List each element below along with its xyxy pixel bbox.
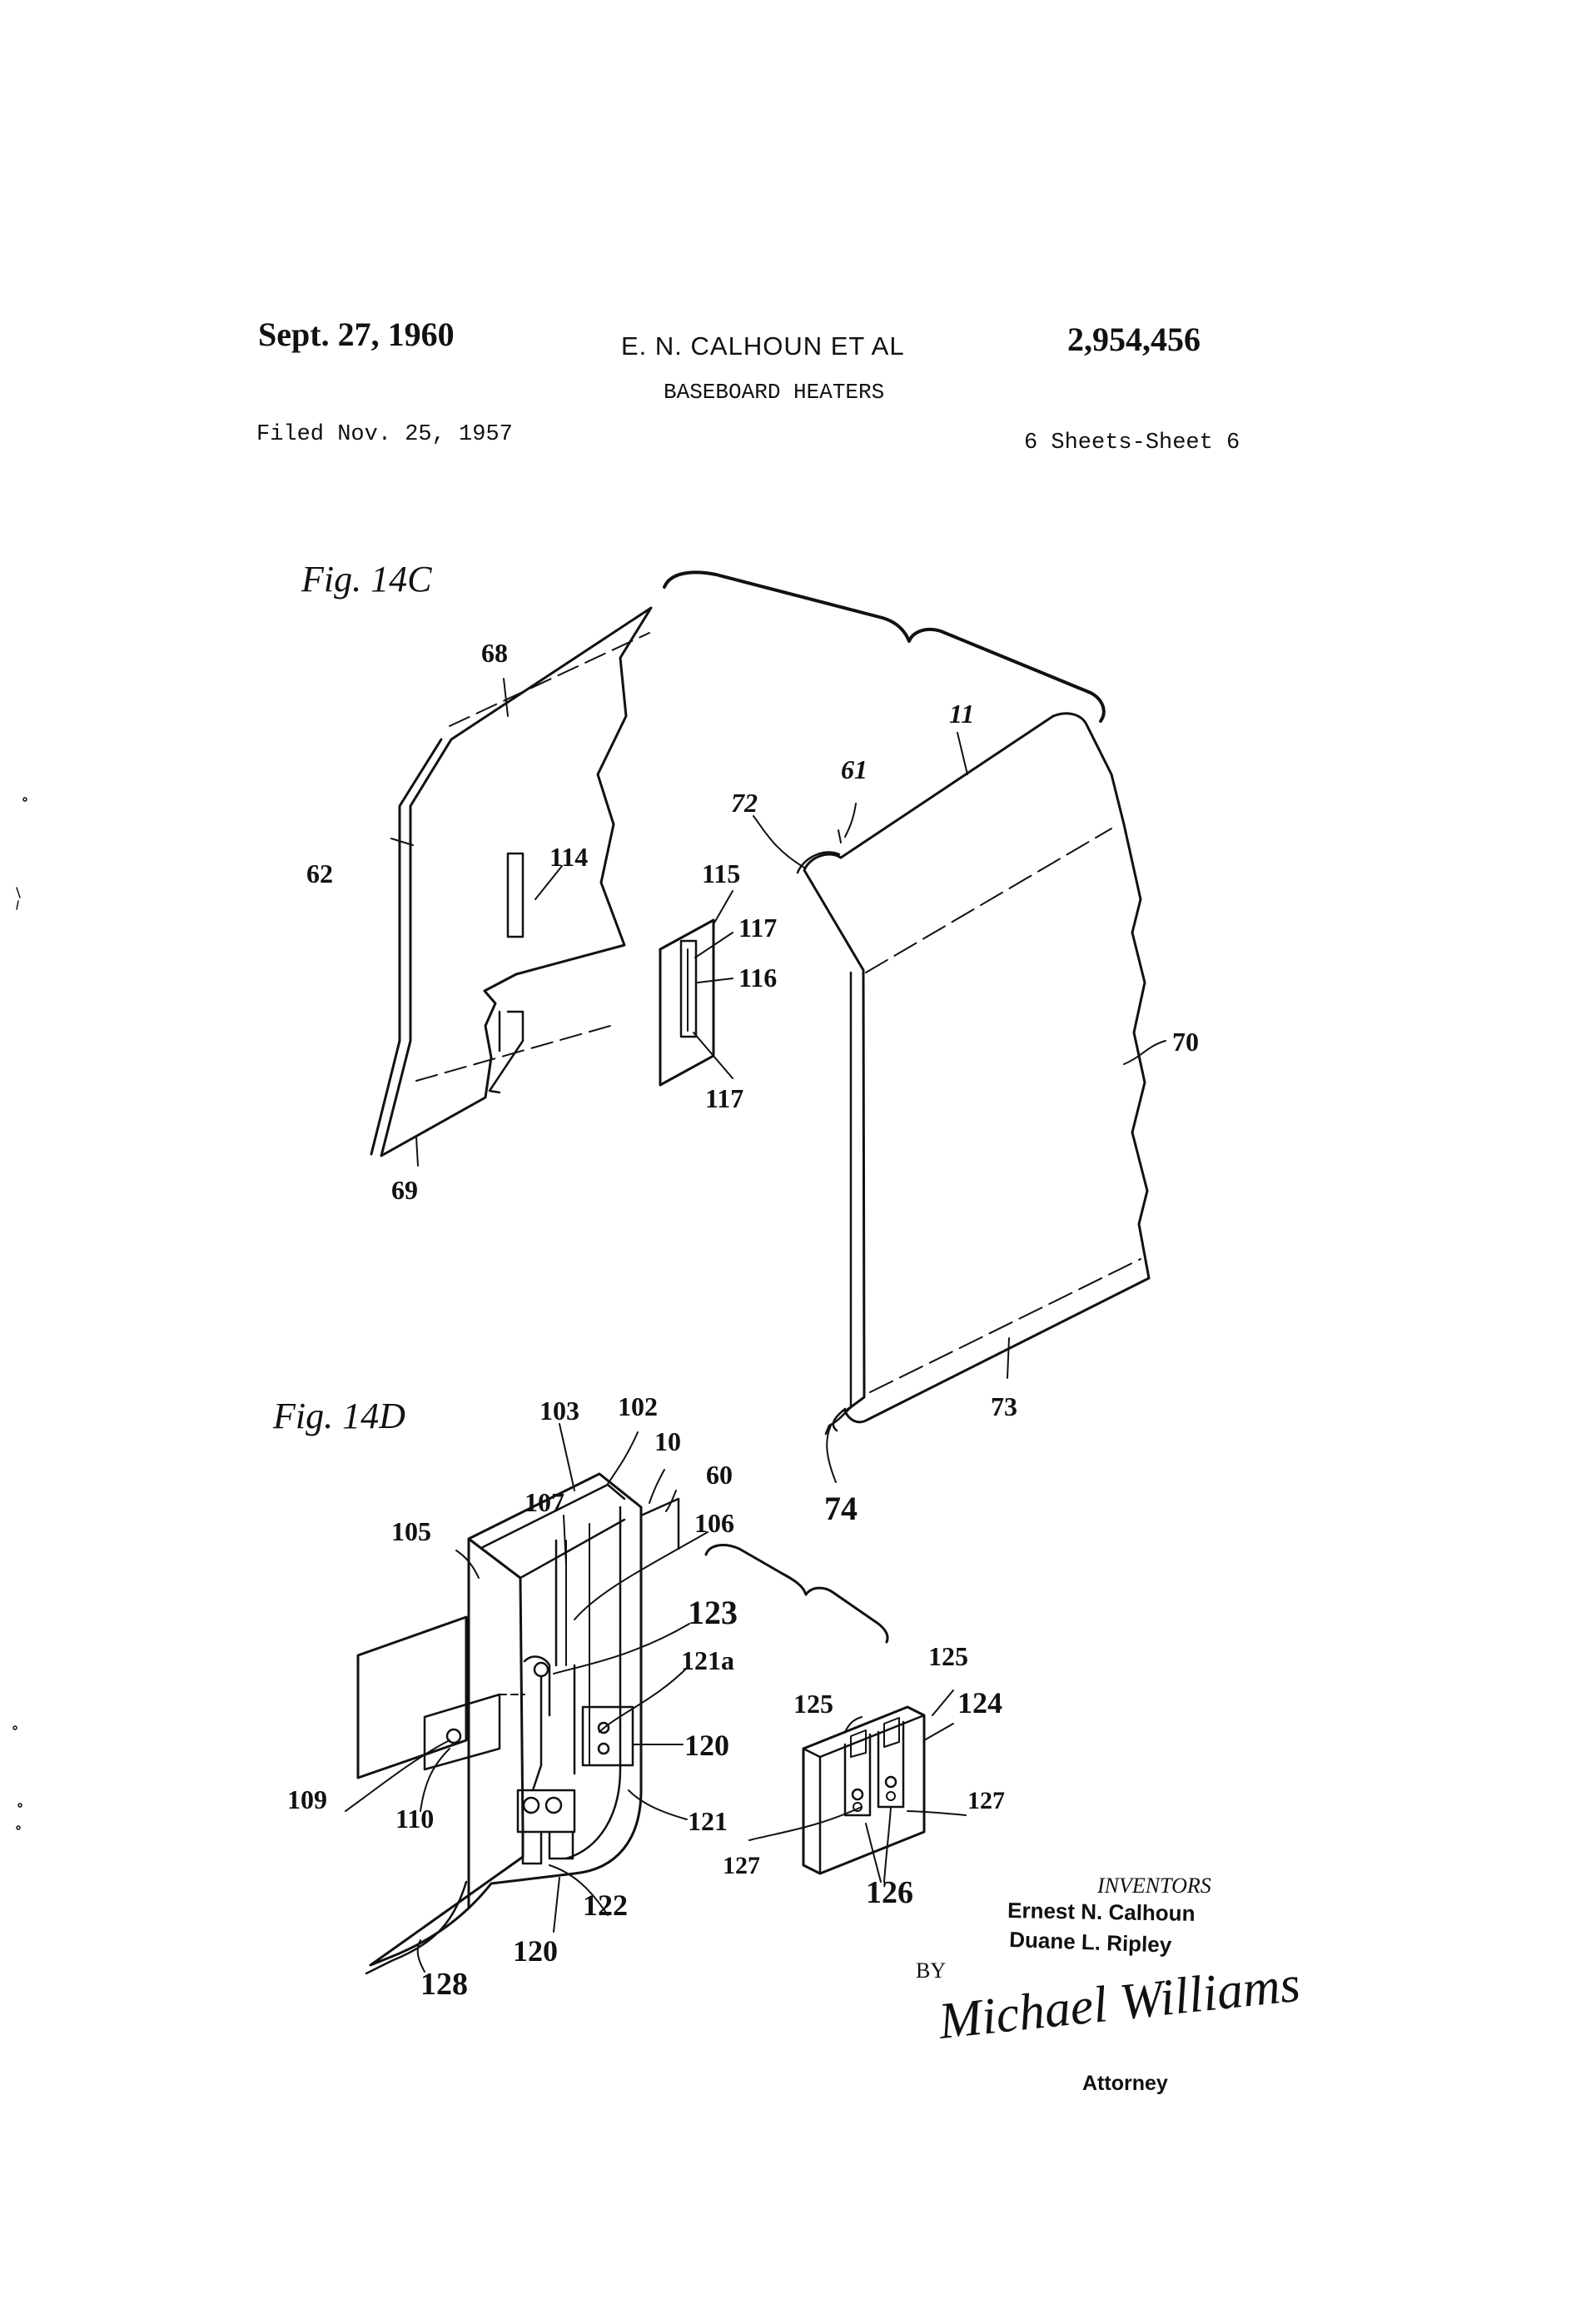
ref-68: 68 bbox=[481, 638, 508, 668]
fig-14c-label: Fig. 14C bbox=[301, 559, 432, 600]
ref-127-left: 127 bbox=[723, 1852, 760, 1879]
ref-122: 122 bbox=[583, 1889, 628, 1922]
ref-120-top: 120 bbox=[684, 1729, 729, 1762]
ref-109: 109 bbox=[287, 1784, 327, 1814]
ref-121a: 121a bbox=[681, 1645, 734, 1675]
plate-115 bbox=[659, 918, 715, 1087]
ref-70: 70 bbox=[1172, 1027, 1199, 1057]
ref-126: 126 bbox=[866, 1875, 913, 1910]
filed-date: Filed Nov. 25, 1957 bbox=[256, 422, 513, 447]
leaders-14d bbox=[345, 1423, 967, 1973]
ref-103: 103 bbox=[539, 1396, 579, 1426]
ref-69: 69 bbox=[391, 1175, 418, 1205]
ref-128: 128 bbox=[420, 1967, 468, 2002]
connector-124 bbox=[802, 1705, 926, 1875]
leaders-14c bbox=[415, 678, 1166, 1483]
ref-121: 121 bbox=[688, 1806, 728, 1836]
panel-62 bbox=[370, 606, 653, 1157]
ref-72: 72 bbox=[731, 788, 758, 818]
ref-117-top: 117 bbox=[738, 913, 777, 943]
bracket-10 bbox=[365, 1472, 680, 1975]
ref-125-left: 125 bbox=[793, 1689, 833, 1719]
ref-102: 102 bbox=[618, 1391, 658, 1421]
inventor-name-1: Ernest N. Calhoun bbox=[1007, 1898, 1196, 1926]
ref-62: 62 bbox=[306, 858, 333, 888]
attorney-label: Attorney bbox=[1082, 2072, 1168, 2095]
ref-115: 115 bbox=[702, 858, 740, 888]
ref-60: 60 bbox=[706, 1460, 733, 1490]
ref-116: 116 bbox=[738, 963, 777, 993]
cover-11 bbox=[796, 712, 1151, 1436]
patent-date: Sept. 27, 1960 bbox=[258, 316, 455, 353]
ref-61: 61 bbox=[841, 754, 868, 784]
by-label: BY bbox=[916, 1958, 946, 1983]
ref-74: 74 bbox=[824, 1490, 858, 1527]
sheet-count: 6 Sheets-Sheet 6 bbox=[1024, 430, 1240, 455]
terminal-block-14d bbox=[516, 1655, 634, 1865]
ref-107: 107 bbox=[525, 1487, 564, 1517]
patent-title: BASEBOARD HEATERS bbox=[664, 380, 885, 405]
ref-117-bottom: 117 bbox=[705, 1083, 743, 1113]
tab-110 bbox=[423, 1693, 525, 1771]
ref-125-top: 125 bbox=[928, 1641, 968, 1671]
inventors-heading: INVENTORS bbox=[1096, 1874, 1211, 1898]
ref-110: 110 bbox=[395, 1804, 434, 1834]
brace-14d bbox=[704, 1544, 889, 1644]
margin-marks bbox=[12, 797, 27, 1830]
attorney-signature: Michael Williams bbox=[935, 1956, 1302, 2050]
brace-14c bbox=[663, 570, 1106, 723]
ref-11: 11 bbox=[949, 699, 974, 729]
inventors-block: INVENTORS Ernest N. Calhoun Duane L. Rip… bbox=[916, 1874, 1303, 2095]
ref-73: 73 bbox=[991, 1391, 1017, 1421]
ref-106: 106 bbox=[694, 1508, 734, 1538]
inventor-line: E. N. CALHOUN ET AL bbox=[621, 331, 905, 361]
ref-124: 124 bbox=[957, 1686, 1002, 1719]
ref-120-bottom: 120 bbox=[513, 1934, 558, 1968]
ref-123: 123 bbox=[688, 1594, 738, 1631]
fig-14d-label: Fig. 14D bbox=[272, 1396, 405, 1436]
ref-10: 10 bbox=[654, 1426, 681, 1456]
patent-number: 2,954,456 bbox=[1067, 321, 1201, 358]
ref-114: 114 bbox=[549, 842, 588, 872]
back-plate bbox=[356, 1615, 468, 1779]
ref-127-right: 127 bbox=[967, 1787, 1005, 1814]
inventor-name-2: Duane L. Ripley bbox=[1009, 1927, 1173, 1958]
ref-105: 105 bbox=[391, 1516, 431, 1546]
